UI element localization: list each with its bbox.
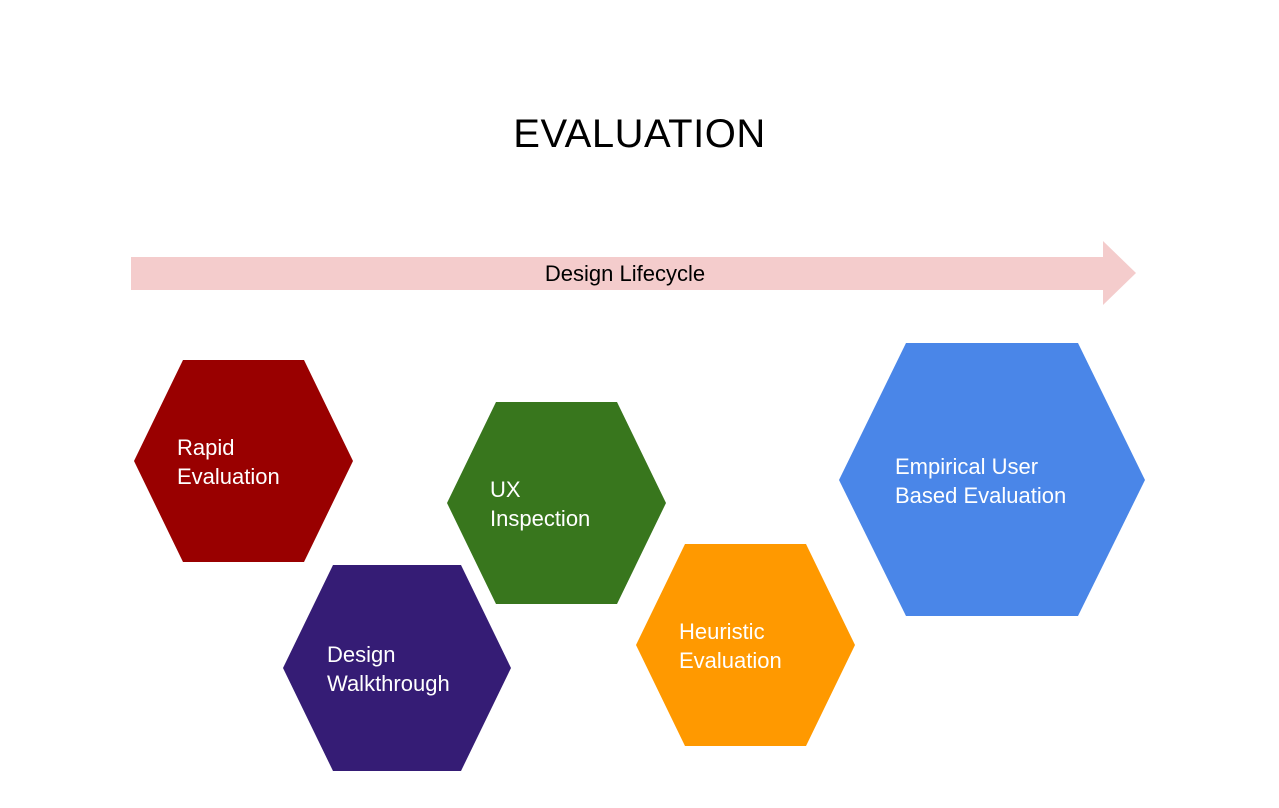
method-rapid-evaluation: Rapid Evaluation bbox=[134, 360, 353, 562]
design-walkthrough-hexagon bbox=[283, 565, 511, 771]
heuristic-evaluation-label-line-2: Evaluation bbox=[679, 648, 782, 673]
method-ux-inspection: UX Inspection bbox=[447, 402, 666, 604]
rapid-evaluation-label-line-2: Evaluation bbox=[177, 464, 280, 489]
method-empirical-user-based-evaluation: Empirical User Based Evaluation bbox=[839, 343, 1145, 616]
method-design-walkthrough: Design Walkthrough bbox=[283, 565, 511, 771]
ux-inspection-label-line-1: UX bbox=[490, 477, 521, 502]
empirical-user-based-evaluation-label-line-2: Based Evaluation bbox=[895, 483, 1066, 508]
heuristic-evaluation-hexagon bbox=[636, 544, 855, 746]
design-walkthrough-label-line-1: Design bbox=[327, 642, 395, 667]
method-heuristic-evaluation: Heuristic Evaluation bbox=[636, 544, 855, 746]
rapid-evaluation-label-line-1: Rapid bbox=[177, 435, 234, 460]
lifecycle-arrow-shape bbox=[131, 241, 1136, 305]
empirical-user-based-evaluation-label-line-1: Empirical User bbox=[895, 454, 1038, 479]
ux-inspection-label-line-2: Inspection bbox=[490, 506, 590, 531]
lifecycle-arrow-label: Design Lifecycle bbox=[545, 261, 705, 286]
empirical-user-based-evaluation-hexagon bbox=[839, 343, 1145, 616]
slide-title: EVALUATION bbox=[513, 112, 766, 156]
design-walkthrough-label-line-2: Walkthrough bbox=[327, 671, 450, 696]
heuristic-evaluation-label-line-1: Heuristic bbox=[679, 619, 765, 644]
ux-inspection-hexagon bbox=[447, 402, 666, 604]
lifecycle-arrow: Design Lifecycle bbox=[131, 241, 1136, 305]
rapid-evaluation-hexagon bbox=[134, 360, 353, 562]
